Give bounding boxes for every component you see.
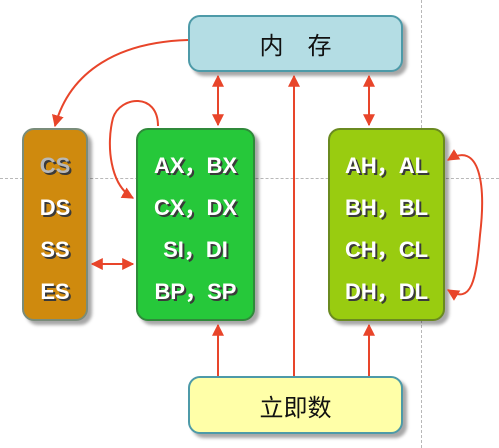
register-ds: DS: [39, 195, 71, 220]
register-cs: CS: [39, 153, 71, 178]
register-dh-dl: DH，DL: [344, 279, 429, 304]
memory-label: 内 存: [259, 32, 332, 60]
general-register-box: AX，BX CX，DX SI，DI BP，SP: [136, 128, 255, 321]
register-ah-al: AH，AL: [344, 153, 429, 178]
register-es: ES: [40, 279, 70, 304]
arrow-general-loop: [108, 100, 159, 199]
arrow-byte-loop: [446, 149, 484, 301]
memory-box: 内 存: [188, 15, 403, 72]
register-bh-bl: BH，BL: [344, 195, 429, 220]
immediate-box: 立即数: [188, 376, 403, 434]
segment-register-box: CS DS SS ES: [22, 128, 88, 321]
register-ax-bx: AX，BX: [153, 153, 238, 178]
register-ch-cl: CH，CL: [344, 237, 429, 262]
byte-register-box: AH，AL BH，BL CH，CL DH，DL: [328, 128, 445, 321]
register-ss: SS: [40, 237, 70, 262]
register-si-di: SI，DI: [163, 237, 228, 262]
arrow-memory-to-segment: [52, 39, 189, 128]
immediate-label: 立即数: [259, 393, 332, 422]
register-cx-dx: CX，DX: [153, 195, 238, 220]
register-bp-sp: BP，SP: [154, 279, 237, 304]
